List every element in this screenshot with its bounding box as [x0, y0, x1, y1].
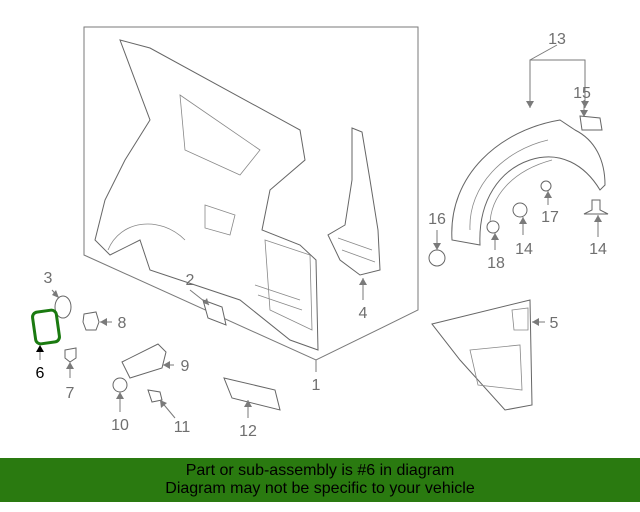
callout-14-right: 14 [589, 241, 607, 258]
part-8-bumper [82, 311, 100, 331]
part-3-plug [54, 295, 72, 319]
part-14a-clip [512, 202, 528, 218]
callout-16: 16 [428, 211, 446, 228]
part-7-clip [64, 347, 77, 363]
callout-3: 3 [44, 270, 53, 287]
part-16-nut [428, 249, 446, 267]
part-18-rivet [486, 220, 500, 234]
part-9-bracket [121, 343, 167, 379]
part-17-bolt [540, 180, 552, 192]
callout-10: 10 [111, 417, 129, 434]
callout-15: 15 [573, 85, 591, 102]
callout-12: 12 [239, 423, 257, 440]
banner-line-disclaimer: Diagram may not be specific to your vehi… [165, 480, 475, 497]
wheel-liner-part [451, 119, 606, 246]
info-banner: Part or sub-assembly is #6 in diagram Di… [0, 458, 640, 502]
quarter-panel-group-outline [83, 26, 419, 361]
callout-8: 8 [118, 315, 127, 332]
callout-4: 4 [359, 305, 368, 322]
callout-18: 18 [487, 255, 505, 272]
callout-7: 7 [66, 385, 75, 402]
part-14b-pushpin [583, 199, 609, 215]
callout-6-highlighted: 6 [36, 365, 45, 382]
callout-1: 1 [312, 377, 321, 394]
exploded-parts-diagram: 1 2 3 4 5 6 7 8 9 10 11 12 13 14 14 15 1… [31, 26, 609, 440]
part-12-vent [223, 377, 281, 411]
callout-17: 17 [541, 209, 559, 226]
part-6-fuel-door-highlighted [31, 308, 61, 346]
part-11-screw [147, 389, 163, 403]
inner-panel-part [431, 299, 533, 411]
callout-13: 13 [548, 31, 566, 48]
callout-11: 11 [174, 419, 191, 436]
quarter-panel-part [94, 39, 319, 351]
pillar-bracket-part [327, 127, 381, 276]
part-10-grommet [112, 377, 128, 393]
banner-line-part-info: Part or sub-assembly is #6 in diagram [185, 462, 455, 479]
part-15-clip [579, 115, 603, 131]
callout-9: 9 [181, 358, 190, 375]
callout-5: 5 [550, 315, 559, 332]
part-2-hinge [202, 299, 227, 326]
arrow-heads [36, 101, 602, 408]
callout-2: 2 [186, 272, 195, 289]
callout-labels: 1 2 3 4 5 6 7 8 9 10 11 12 13 14 14 15 1… [36, 31, 607, 440]
callout-14-left: 14 [515, 241, 533, 258]
